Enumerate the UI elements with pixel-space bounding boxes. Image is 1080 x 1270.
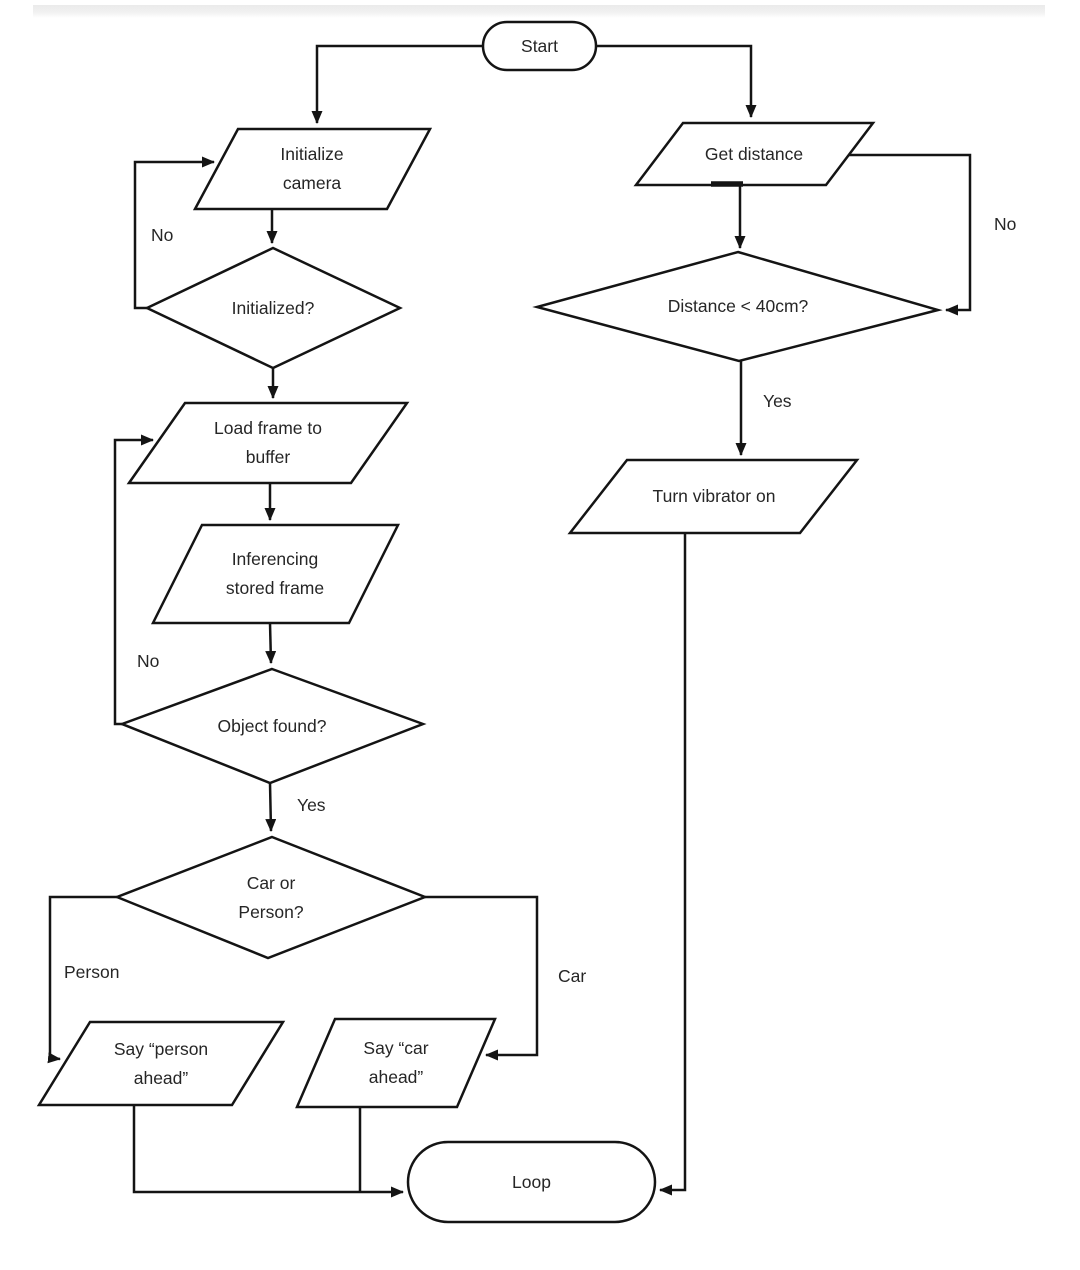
- edge-distance-check-no-loop: [849, 153, 972, 316]
- connectors: [47, 44, 972, 1198]
- initialized-diamond: [144, 246, 403, 370]
- edge-turn-vibrator-to-loop: [659, 533, 687, 1196]
- loop-terminator-shape: [406, 1140, 657, 1224]
- top-strip-artifact: [33, 5, 1045, 18]
- distance-check-diamond: [532, 250, 943, 363]
- get-distance-parallelogram: [633, 121, 876, 187]
- init-camera-parallelogram: [192, 127, 433, 211]
- say-car-parallelogram: [295, 1017, 497, 1109]
- edge-initialized-no-loop: [133, 156, 215, 310]
- nodes: [36, 20, 943, 1224]
- turn-vibrator-parallelogram: [567, 458, 860, 535]
- edge-start-to-get-distance: [595, 44, 757, 118]
- edge-object-found-no-loop: [113, 434, 154, 726]
- car-person-diamond: [113, 835, 429, 960]
- start-terminator-shape: [481, 20, 598, 72]
- edge-object-found-to-car-person: [265, 782, 277, 832]
- edge-car-person-car-branch: [425, 895, 539, 1061]
- inferencing-parallelogram: [150, 523, 401, 625]
- load-frame-parallelogram: [126, 401, 410, 485]
- edge-car-person-person-branch: [47, 895, 117, 1064]
- edge-start-to-init-camera: [311, 44, 485, 124]
- say-person-parallelogram: [36, 1020, 286, 1107]
- edge-inferencing-to-object-found: [265, 622, 277, 664]
- object-found-diamond: [118, 667, 427, 785]
- edge-say-person-to-loop: [132, 1105, 404, 1198]
